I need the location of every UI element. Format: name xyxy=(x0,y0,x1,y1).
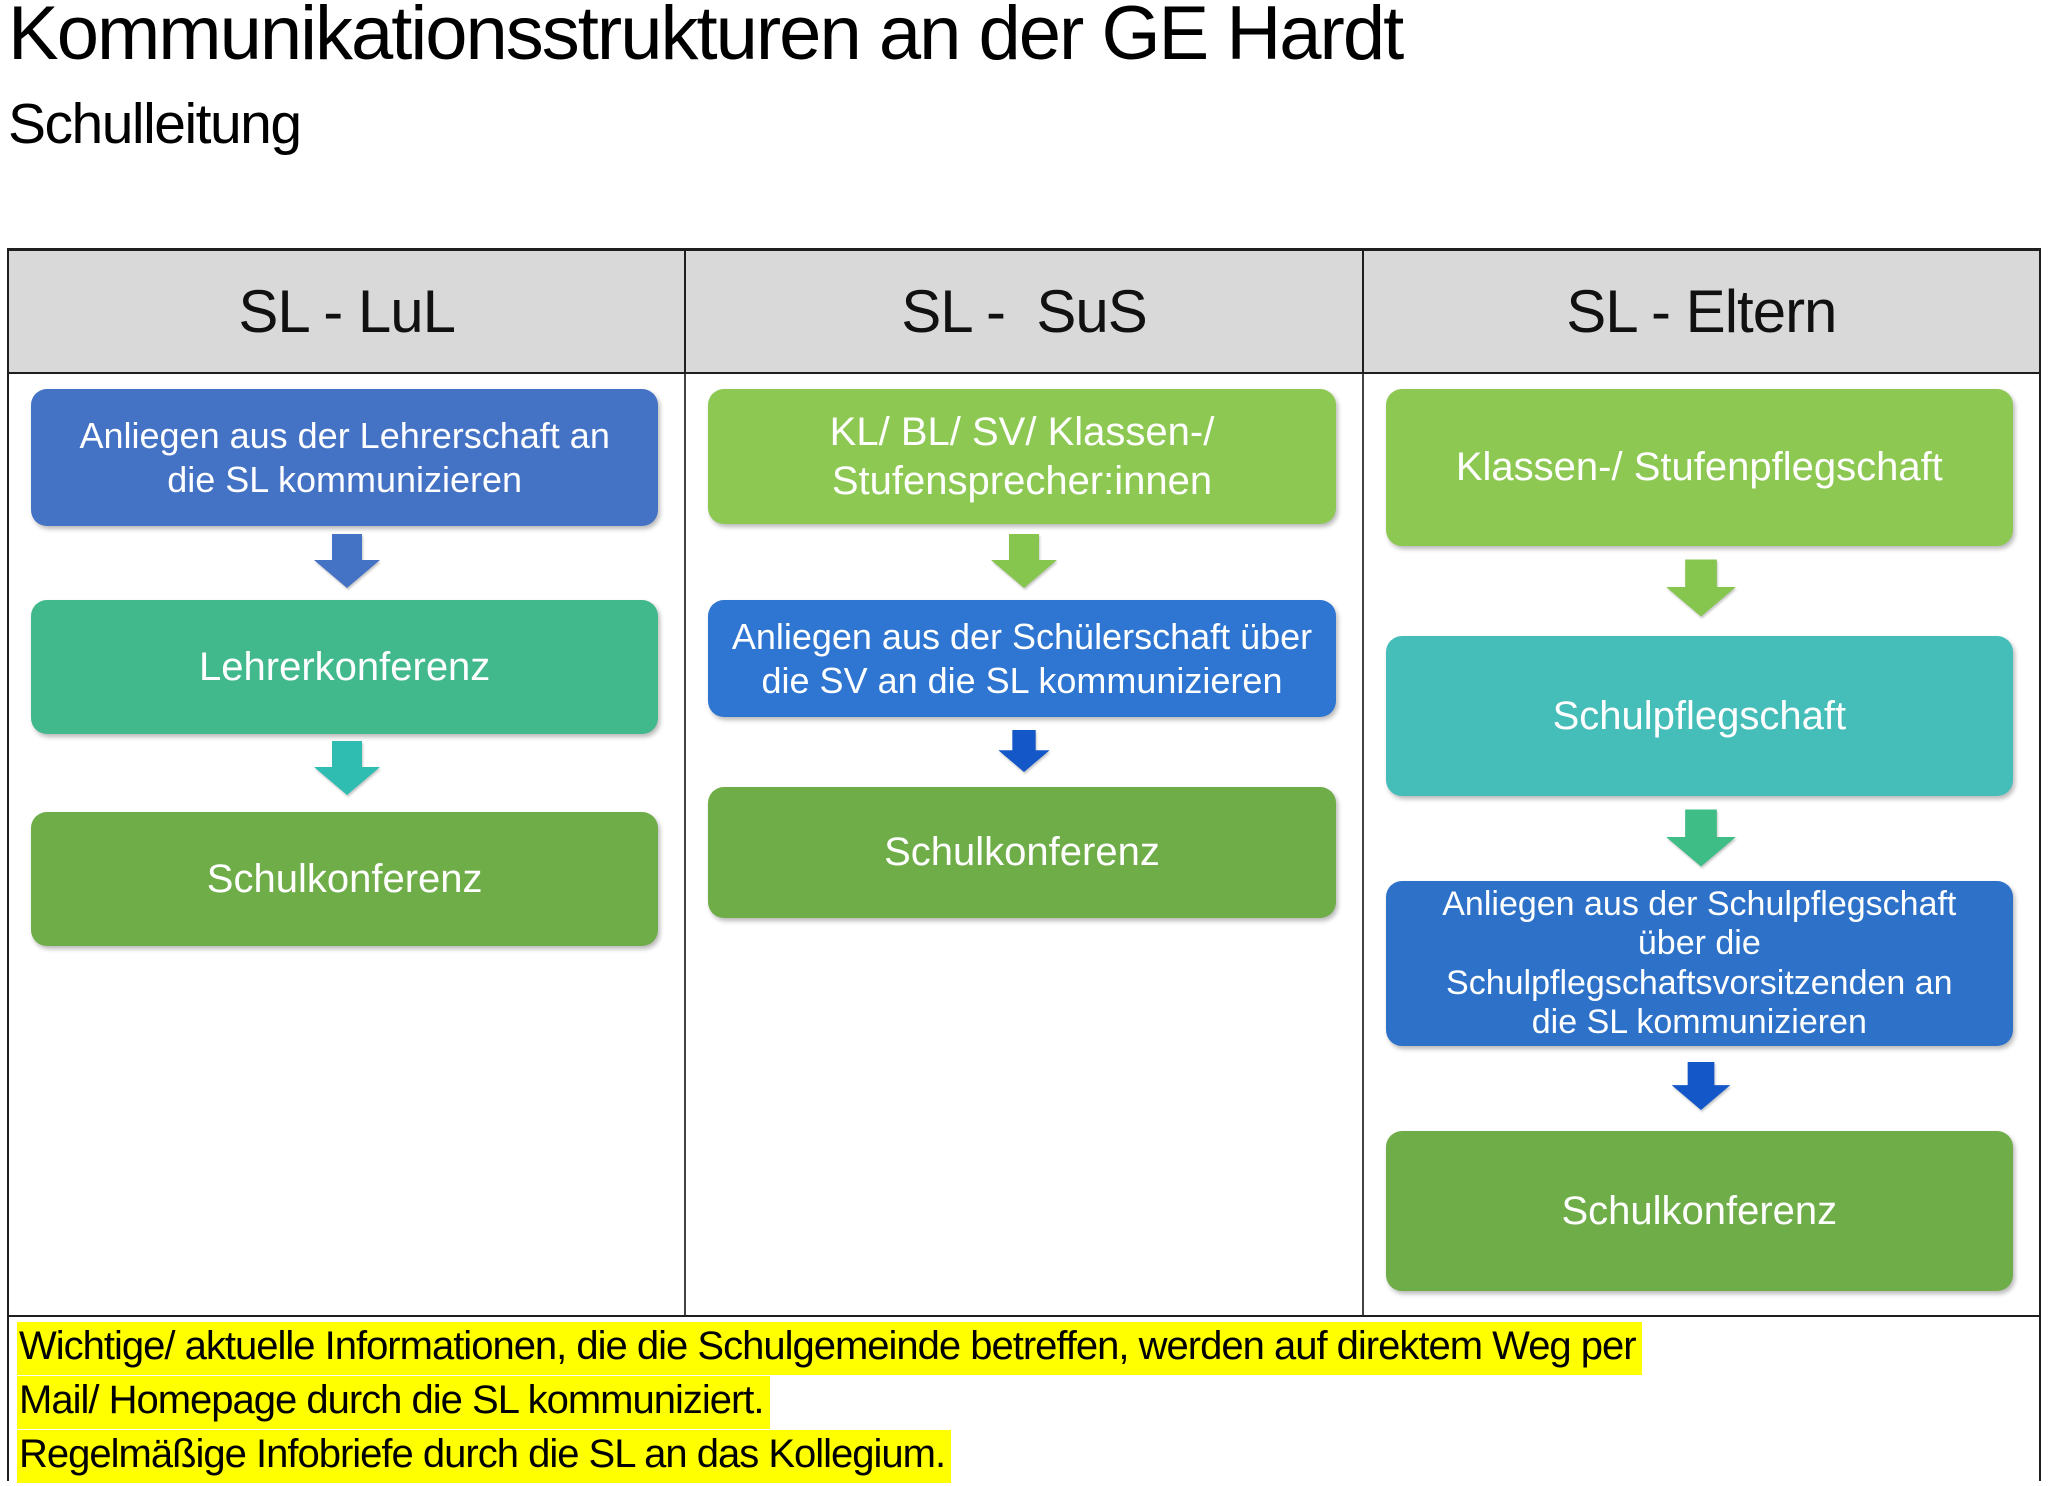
down-arrow-icon xyxy=(1666,559,1737,617)
footer-line: Mail/ Homepage durch die SL kommuniziert… xyxy=(17,1373,2039,1429)
down-arrow-icon xyxy=(313,534,380,588)
flow-column-sl-lul: Anliegen aus der Lehrerschaft an die SL … xyxy=(9,374,684,1315)
down-arrow-icon xyxy=(313,741,380,795)
flow-column-sl-eltern: Klassen-/ Stufenpflegschaft Schulpflegsc… xyxy=(1361,374,2039,1315)
flow-box-schulkonferenz: Schulkonferenz xyxy=(31,812,659,946)
flow-column-sl-sus: KL/ BL/ SV/ Klassen-/ Stufensprecher:inn… xyxy=(684,374,1361,1315)
page-title: Kommunikationsstrukturen an der GE Hardt xyxy=(8,0,1404,76)
communication-table: SL - LuL SL - SuS SL - Eltern Anliegen a… xyxy=(7,248,2041,1483)
footer-line: Wichtige/ aktuelle Informationen, die di… xyxy=(17,1319,2039,1375)
flow-box-anliegen-schulpflegschaft: Anliegen aus der Schulpflegschaft über d… xyxy=(1385,881,2013,1046)
down-arrow-icon xyxy=(990,534,1057,588)
flow-box-anliegen-schuelerschaft: Anliegen aus der Schülerschaft über die … xyxy=(708,600,1336,717)
column-header-sl-sus: SL - SuS xyxy=(684,251,1361,372)
footer-highlight: Wichtige/ aktuelle Informationen, die di… xyxy=(17,1322,1642,1375)
down-arrow-icon xyxy=(1666,809,1737,867)
down-arrow-icon xyxy=(998,730,1050,772)
flow-box-kl-bl-sv: KL/ BL/ SV/ Klassen-/ Stufensprecher:inn… xyxy=(708,389,1336,524)
flow-box-schulkonferenz: Schulkonferenz xyxy=(708,787,1336,918)
flow-box-lehrerkonferenz: Lehrerkonferenz xyxy=(31,600,659,734)
flow-box-anliegen-lehrerschaft: Anliegen aus der Lehrerschaft an die SL … xyxy=(31,389,659,526)
footer-line: Regelmäßige Infobriefe durch die SL an d… xyxy=(17,1427,2039,1483)
page-subtitle: Schulleitung xyxy=(8,92,302,156)
flow-box-klassen-stufenpflegschaft: Klassen-/ Stufenpflegschaft xyxy=(1385,389,2013,546)
footer-highlight: Regelmäßige Infobriefe durch die SL an d… xyxy=(17,1430,952,1483)
table-header-row: SL - LuL SL - SuS SL - Eltern xyxy=(9,251,2039,374)
down-arrow-icon xyxy=(1671,1062,1731,1110)
table-footer: Wichtige/ aktuelle Informationen, die di… xyxy=(9,1315,2039,1483)
table-body: Anliegen aus der Lehrerschaft an die SL … xyxy=(9,374,2039,1315)
footer-highlight: Mail/ Homepage durch die SL kommuniziert… xyxy=(17,1376,770,1429)
flow-box-schulkonferenz: Schulkonferenz xyxy=(1385,1131,2013,1291)
flow-box-schulpflegschaft: Schulpflegschaft xyxy=(1385,636,2013,796)
column-header-sl-lul: SL - LuL xyxy=(238,278,456,345)
column-header-sl-eltern: SL - Eltern xyxy=(1361,251,2039,372)
